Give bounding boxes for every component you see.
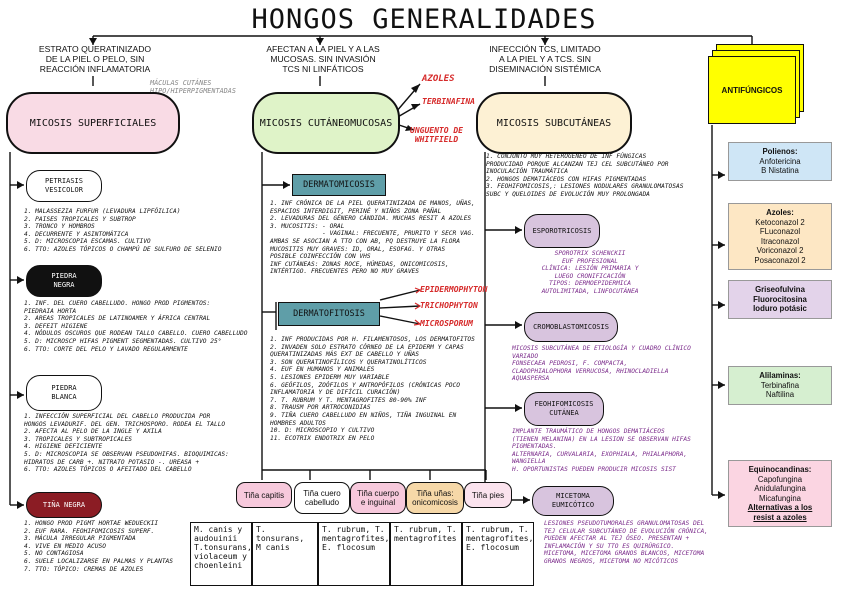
drug-alilaminas: Alilaminas:Terbinafina Naftilina <box>728 366 832 405</box>
tina-tab-label: Tiña cuerpo e inguinal <box>357 489 399 507</box>
text-feohifomicosis: IMPLANTE TRAUMÁTICO DE HONGOS DEMATIÁCEO… <box>512 428 691 473</box>
agent-unguento: UNGUENTO DE WHITFIELD <box>410 126 463 144</box>
header-cutaneo: AFECTAN A LA PIEL Y A LAS MUCOSAS. SIN I… <box>266 44 380 74</box>
main-superficial-label: MICOSIS SUPERFICIALES <box>29 117 157 129</box>
text-piedra-negra: 1. INF. DEL CUERO CABELLUDO. HONGO PROD … <box>24 300 248 353</box>
main-cutaneo: MICOSIS CUTÁNEOMUCOSAS <box>252 92 400 154</box>
antifungicos-title: ANTIFÚNGICOS <box>708 56 796 124</box>
text-esporotricosis: SPOROTRIX SCHENCKII EUF PROFESIONAL CLÍN… <box>541 250 639 295</box>
tina-cell-1: M. canis y audouinii T.tonsurans, violac… <box>190 522 252 586</box>
text-cromoblastomicosis: MICOSIS SUBCUTÁNEA DE ETIOLOGÍA Y CUADRO… <box>512 345 691 383</box>
text-dermatomicosis: 1. INF CRÓNICA DE LA PIEL QUERATINIZADA … <box>270 200 475 276</box>
header-subcutanea: INFECCIÓN TCS, LIMITADO A LA PIEL Y A TC… <box>489 44 601 74</box>
genus-3: MICROSPORUM <box>420 319 473 328</box>
tina-tab-4: Tiña uñas: onicomicosis <box>406 482 464 514</box>
tina-tab-2: Tiña cuero cabelludo <box>294 482 350 514</box>
main-subcutanea: MICOSIS SUBCUTÁNEAS <box>476 92 632 154</box>
tina-tab-5: Tiña pies <box>464 482 512 508</box>
tina-tab-1: Tiña capitis <box>236 482 292 508</box>
drug-azoles: Azoles:Ketoconazol 2 FLuconazol Itracona… <box>728 203 832 270</box>
drug-polienos: Polienos:Anfotericina B Nistatina <box>728 142 832 181</box>
drug-group-name: Alilaminas: <box>759 371 801 380</box>
sub-esporotricosis: ESPOROTRICOSIS <box>524 214 600 248</box>
drug-equinocandinas: Equinocandinas:Capofungina Anidulafungin… <box>728 460 832 527</box>
drug-group-items: Ketoconazol 2 FLuconazol Itraconazol Vor… <box>754 217 806 265</box>
main-superficial: MICOSIS SUPERFICIALES <box>6 92 180 154</box>
drug-group-items: Anfotericina B Nistatina <box>759 156 801 176</box>
agent-terbinafina: TERBINAFINA <box>422 97 475 106</box>
drug-group-name: Griseofulvina Fluorocitosina Ioduro potá… <box>753 285 807 313</box>
sub-dermatofitosis: DERMATOFITOSIS <box>278 302 380 326</box>
sub-petriasis: PETRIASIS VESICOLOR <box>26 170 102 202</box>
main-cutaneo-label: MICOSIS CUTÁNEOMUCOSAS <box>259 117 393 129</box>
text-petriasis: 1. MALASSEZIA FURFUR (LEVADURA LIPFÓILIC… <box>24 208 222 253</box>
sub-tina-negra: TIÑA NEGRA <box>26 492 102 518</box>
drug-group-extra: Alternativas a los resist a azoles <box>747 503 813 522</box>
tina-tab-label: Tiña cuero cabelludo <box>303 489 341 507</box>
drug-group-name: Polienos: <box>762 147 798 156</box>
text-micetoma: LESIONES PSEUDOTUMORALES GRANULOMATOSAS … <box>544 520 708 565</box>
header-superficial: ESTRATO QUERATINIZADO DE LA PIEL O PELO,… <box>38 44 152 74</box>
tina-cell-4: T. rubrum, T. mentagrofites <box>390 522 462 586</box>
drug-group-name: Azoles: <box>766 208 794 217</box>
sub-piedra-blanca: PIEDRA BLANCA <box>26 375 102 411</box>
genus-2: TRICHOPHYTON <box>420 301 478 310</box>
drug-group-items: Terbinafina Naftilina <box>760 380 800 400</box>
text-tina-negra: 1. HONGO PROD PIGMT HORTAE WEDUECKII 2. … <box>24 520 174 573</box>
drug-griseofulvina: Griseofulvina Fluorocitosina Ioduro potá… <box>728 280 832 319</box>
tina-tab-3: Tiña cuerpo e inguinal <box>350 482 406 514</box>
genus-1: EPIDERMOPHYTON <box>420 285 488 294</box>
drug-group-items: Capofungina Anidulafungina Micafungina <box>754 474 806 503</box>
text-subcutanea-intro: 1. CONJUNTO MUY HETEROGÉNEO DE INF FÚNGI… <box>486 153 684 198</box>
tina-tab-label: Tiña capitis <box>243 490 285 500</box>
sub-feohifomicosis: FEOHIFOMICOSIS CUTÁNEA <box>524 392 604 426</box>
sub-micetoma: MICETOMA EUMICÓTICO <box>532 486 614 516</box>
sub-cromoblastomicosis: CROMOBLASTOMICOSIS <box>524 312 618 342</box>
sub-piedra-negra: PIEDRA NEGRA <box>26 265 102 297</box>
page-title: HONGOS GENERALIDADES <box>251 4 597 35</box>
main-subcutanea-label: MICOSIS SUBCUTÁNEAS <box>496 117 612 129</box>
text-piedra-blanca: 1. INFECCIÓN SUPERFICIAL DEL CABELLO PRO… <box>24 413 229 474</box>
sub-dermatomicosis: DERMATOMICOSIS <box>292 174 386 196</box>
tina-cell-5: T. rubrum, T. mentagrofites, E. flocosum <box>462 522 534 586</box>
drug-group-name: Equinocandinas: <box>748 465 812 474</box>
tina-cell-3: T. rubrum, T. mentagrofites, E. flocosum <box>318 522 390 586</box>
agent-azoles: AZOLES <box>422 74 455 84</box>
tina-cell-2: T. tonsurans, M canis <box>252 522 318 586</box>
maculas-note: MÁCULAS CUTÁNES HIPO/HIPERPIGMENTADAS <box>150 79 236 95</box>
tina-tab-label: Tiña pies <box>471 490 505 500</box>
tina-tab-label: Tiña uñas: onicomicosis <box>412 489 458 507</box>
text-dermatofitosis: 1. INF PRODUCIDAS POR H. FILAMENTOSOS, L… <box>270 336 475 442</box>
